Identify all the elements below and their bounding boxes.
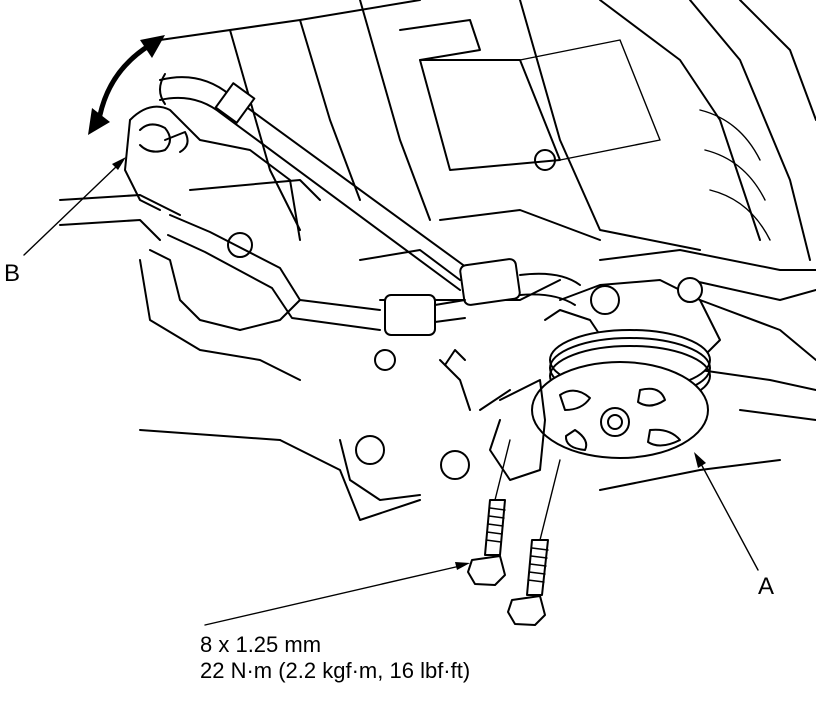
movement-arrow <box>88 35 165 135</box>
torque-spec: 8 x 1.25 mm 22 N·m (2.2 kgf·m, 16 lbf·ft… <box>200 632 470 684</box>
callout-label-a: A <box>758 573 775 600</box>
callout-label-b: B <box>4 260 21 287</box>
torque-value-text: 22 N·m (2.2 kgf·m, 16 lbf·ft) <box>200 658 471 683</box>
leader-lines <box>23 157 759 626</box>
bracket-assembly <box>59 105 471 501</box>
mounting-bolts <box>467 439 561 626</box>
engine-block <box>139 0 816 521</box>
pump-pulley <box>479 277 721 481</box>
bolt-size-text: 8 x 1.25 mm <box>200 632 322 657</box>
hose-lines <box>159 73 581 336</box>
